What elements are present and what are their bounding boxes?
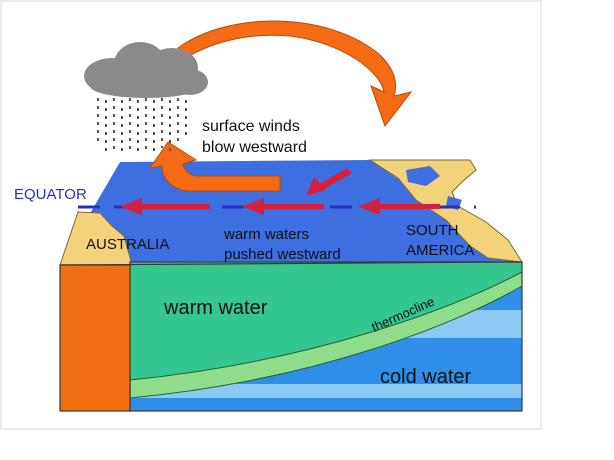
diagonal-wind-arrow: [306, 168, 352, 196]
surface-front-edge: [59, 261, 523, 266]
label-warm-waters: warm waters: [223, 226, 309, 243]
wind-arrow-head-2: [242, 198, 264, 215]
equator-wind-arrows: [120, 198, 440, 215]
label-warm-water: warm water: [163, 297, 268, 319]
rising-air-arrow: [148, 141, 281, 192]
thermocline-lower-line: [129, 285, 523, 399]
rain-cloud-icon: [84, 42, 208, 156]
cloud-base: [90, 74, 202, 98]
wind-arrow-shaft-2: [262, 204, 324, 209]
wind-arrow-shaft-3: [378, 204, 440, 209]
south-america-inlet: [406, 166, 440, 186]
circulation-arrow-top: [177, 20, 413, 128]
rain-icon: [97, 98, 187, 156]
label-america: AMERICA: [406, 242, 474, 259]
cold-water-stripe-2: [130, 384, 522, 398]
label-cold-water: cold water: [380, 366, 471, 388]
wind-arrow-shaft-1: [140, 204, 210, 209]
wind-arrow-head-1: [120, 198, 142, 215]
warm-water-layer: [130, 262, 522, 380]
wind-arrow-head-3: [358, 198, 380, 215]
label-pushed-westward: pushed westward: [224, 246, 341, 263]
label-blow-westward: blow westward: [202, 139, 307, 156]
label-surface-winds: surface winds: [202, 118, 300, 135]
diagonal-arrow-head: [306, 177, 326, 196]
label-south: SOUTH: [406, 222, 459, 239]
thermocline-upper-line: [129, 271, 523, 381]
label-australia: AUSTRALIA: [86, 236, 169, 253]
left-side-face: [59, 264, 131, 412]
label-equator: EQUATOR: [14, 186, 87, 203]
diagonal-arrow-shaft: [319, 168, 352, 189]
